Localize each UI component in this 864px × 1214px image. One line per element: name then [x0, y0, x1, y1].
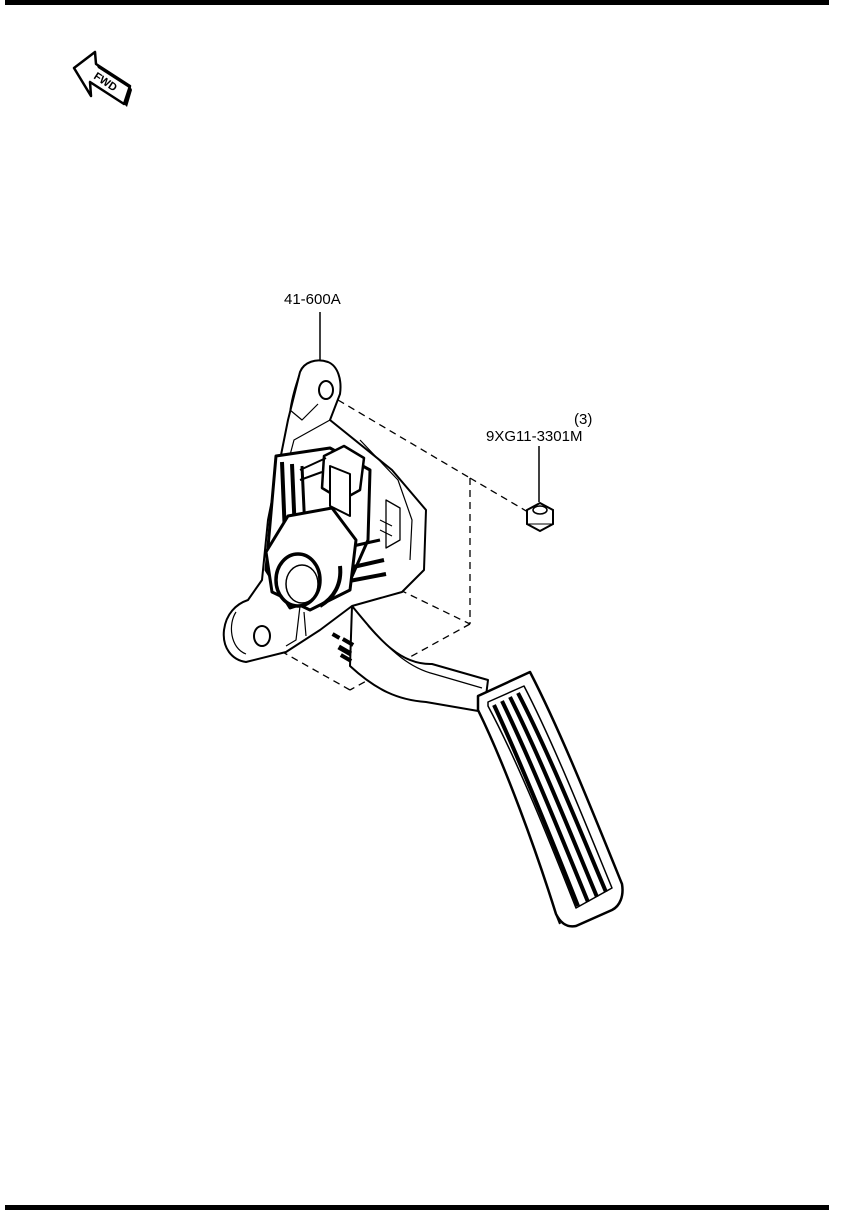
pedal-arm — [349, 605, 489, 713]
bottom-border-rule — [5, 1205, 829, 1210]
callout-nut-quantity: (3) — [574, 411, 592, 428]
fwd-arrow-icon: FWD — [72, 50, 132, 107]
callout-nut: 9XG11-3301M — [486, 428, 582, 445]
flange-nut — [526, 501, 554, 533]
callout-pedal-assembly: 41-600A — [284, 291, 341, 308]
top-border-rule — [5, 0, 829, 5]
bracket-label-marks — [331, 632, 355, 663]
pedal-pad — [476, 670, 624, 928]
pedal-sensor-housing — [264, 444, 387, 612]
